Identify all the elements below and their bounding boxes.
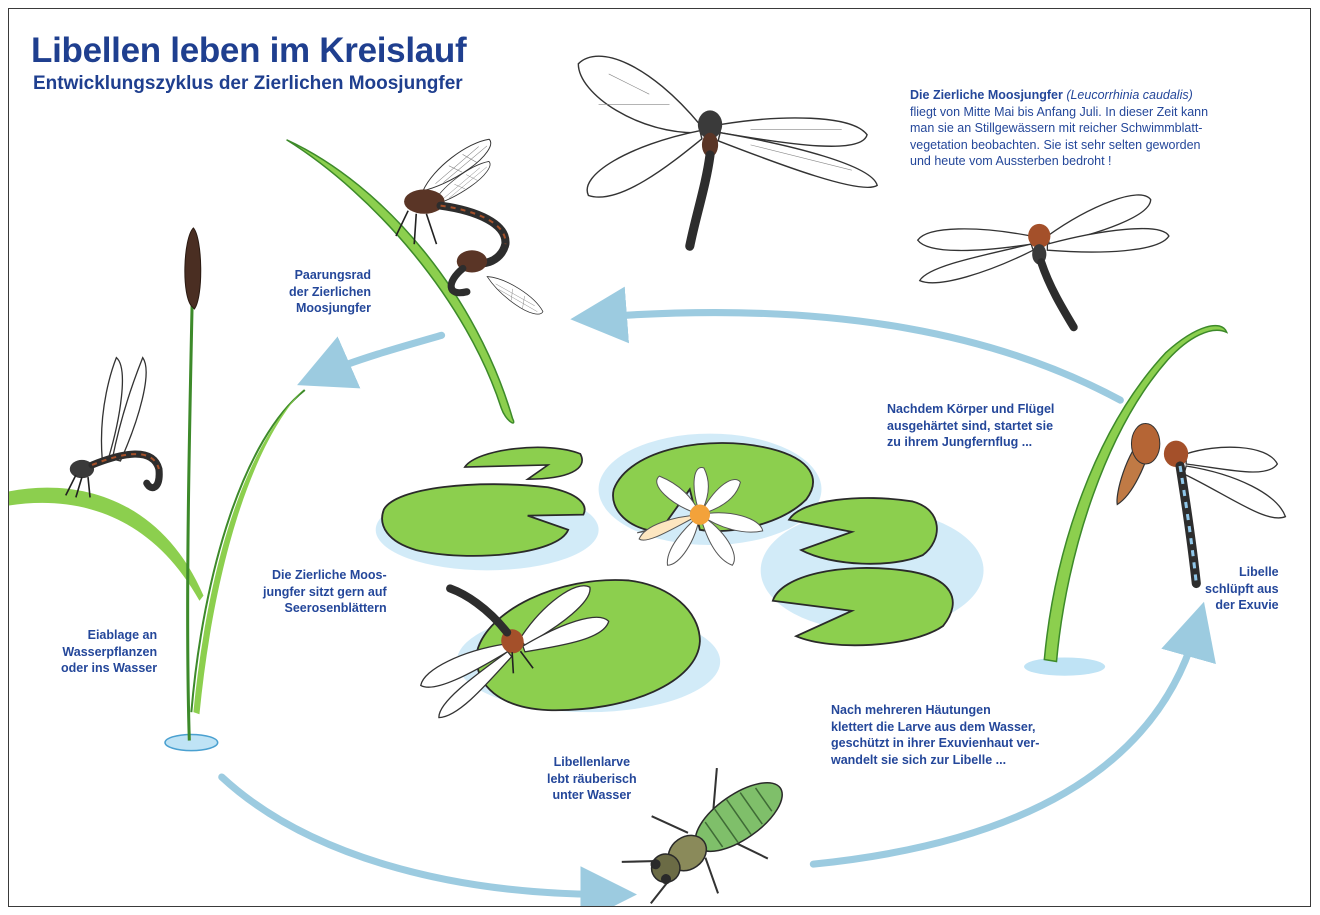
caption-line: Wasserpflanzen [61, 644, 157, 661]
caption-line: Seerosenblättern [263, 600, 387, 617]
page-title: Libellen leben im Kreislauf [31, 31, 466, 71]
info-line: und heute vom Aussterben bedroht ! [910, 153, 1208, 170]
caption-line: Nachdem Körper und Flügel [887, 401, 1054, 418]
species-info-text: Die Zierliche Moosjungfer (Leucorrhinia … [910, 87, 1208, 170]
dragonfly-flying-right [918, 195, 1169, 327]
caption-larve: Libellenlarve lebt räuberisch unter Wass… [547, 754, 637, 804]
info-latin-name: (Leucorrhinia caudalis) [1066, 88, 1192, 102]
caption-line: ausgehärtet sind, startet sie [887, 418, 1054, 435]
caption-eiablage: Eiablage an Wasserpflanzen oder ins Wass… [61, 627, 157, 677]
caption-line: der Exuvie [1205, 597, 1279, 614]
arrow-mating-to-eggs [323, 335, 442, 373]
caption-line: wandelt sie sich zur Libelle ... [831, 752, 1039, 769]
caption-line: Nach mehreren Häutungen [831, 702, 1039, 719]
caption-line: Eiablage an [61, 627, 157, 644]
caption-line: Paarungsrad [289, 267, 371, 284]
caption-line: geschützt in ihrer Exuvienhaut ver- [831, 735, 1039, 752]
lily-pond [376, 434, 984, 721]
caption-haeutungen: Nach mehreren Häutungen klettert die Lar… [831, 702, 1039, 768]
caption-line: oder ins Wasser [61, 660, 157, 677]
info-line: man sie an Stillgewässern mit reicher Sc… [910, 120, 1208, 137]
caption-line: zu ihrem Jungfernflug ... [887, 434, 1054, 451]
caption-line: Libelle [1205, 564, 1279, 581]
arrow-flight-to-mating [599, 313, 1121, 401]
caption-line: lebt räuberisch [547, 771, 637, 788]
info-prefix: Die [910, 88, 933, 102]
caption-line: unter Wasser [547, 787, 637, 804]
caption-line: der Zierlichen [289, 284, 371, 301]
caption-line: jungfer sitzt gern auf [263, 584, 387, 601]
caption-line: schlüpft aus [1205, 581, 1279, 598]
caption-seerosen: Die Zierliche Moos- jungfer sitzt gern a… [263, 567, 387, 617]
dragonfly-egg-laying [66, 358, 159, 498]
caption-line: klettert die Larve aus dem Wasser, [831, 719, 1039, 736]
dragonfly-emerging [1117, 423, 1285, 583]
dragonfly-mating-pair [396, 134, 546, 320]
emergence-stem-right [1024, 326, 1227, 676]
caption-line: Moosjungfer [289, 300, 371, 317]
page-subtitle: Entwicklungszyklus der Zierlichen Moosju… [33, 73, 463, 95]
caption-schluepft: Libelle schlüpft aus der Exuvie [1205, 564, 1279, 614]
dragonfly-flying-top [578, 56, 877, 246]
caption-paarungsrad: Paarungsrad der Zierlichen Moosjungfer [289, 267, 371, 317]
caption-jungfernflug: Nachdem Körper und Flügel ausgehärtet si… [887, 401, 1054, 451]
poster-frame: Libellen leben im Kreislauf Entwicklungs… [8, 8, 1311, 907]
caption-line: Die Zierliche Moos- [263, 567, 387, 584]
info-species-name: Zierliche Moosjungfer [933, 88, 1063, 102]
lily-pad-small [465, 447, 582, 479]
caption-line: Libellenlarve [547, 754, 637, 771]
info-line: fliegt von Mitte Mai bis Anfang Juli. In… [910, 104, 1208, 121]
info-line: vegetation beobachten. Sie ist sehr selt… [910, 137, 1208, 154]
dragonfly-larva [609, 745, 809, 907]
